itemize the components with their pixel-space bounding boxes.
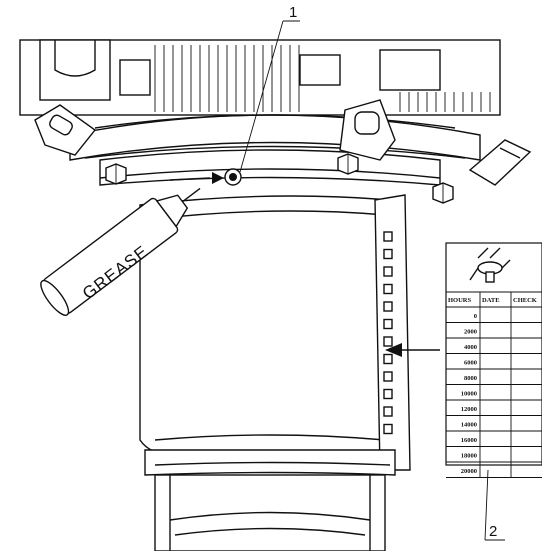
lower-flange: [144, 449, 396, 476]
cooling-fins: [154, 45, 491, 112]
table-hours-cell: 6000: [464, 360, 477, 367]
callout-1: 1: [239, 4, 300, 173]
bolt-center: [337, 153, 359, 175]
table-hours-cell: 18000: [461, 453, 477, 460]
table-hours-cell: 10000: [461, 391, 477, 398]
lifting-lug-right: [468, 139, 532, 186]
callout-2-number: 2: [489, 523, 497, 540]
side-bracket: [374, 194, 411, 471]
grease-arrow: [169, 172, 224, 184]
grease-fitting: [224, 168, 242, 186]
lifting-lug-left: [34, 104, 97, 156]
table-arrow: [385, 343, 440, 357]
bearing-housing: [139, 195, 391, 456]
table-icon: [469, 247, 511, 283]
bracket-holes: [383, 231, 393, 435]
table-hours-cell: 2000: [464, 329, 477, 336]
table-hours-cell: 14000: [461, 422, 477, 429]
bolt-right: [432, 182, 454, 204]
motor-housing: [19, 39, 501, 116]
callout-2: 2: [484, 469, 505, 541]
table-header-date: DATE: [482, 297, 500, 304]
table-hours-cell: 20000: [461, 468, 477, 475]
lower-shaft: [154, 474, 386, 551]
lifting-lug-center: [339, 99, 396, 161]
table-hours-cell: 8000: [464, 375, 477, 382]
table-hours-cell: 16000: [461, 437, 477, 444]
table-hours-cell: 4000: [464, 344, 477, 351]
table-hours-cell: 0: [474, 313, 477, 320]
callout-1-number: 1: [289, 4, 297, 21]
table-hours-cell: 12000: [461, 406, 477, 413]
table-header-hours: HOURS: [448, 297, 472, 304]
mounting-flange: [69, 114, 481, 186]
table-header-check: CHECK: [513, 297, 537, 304]
maintenance-table: [445, 242, 542, 466]
bolt-left: [105, 163, 127, 185]
